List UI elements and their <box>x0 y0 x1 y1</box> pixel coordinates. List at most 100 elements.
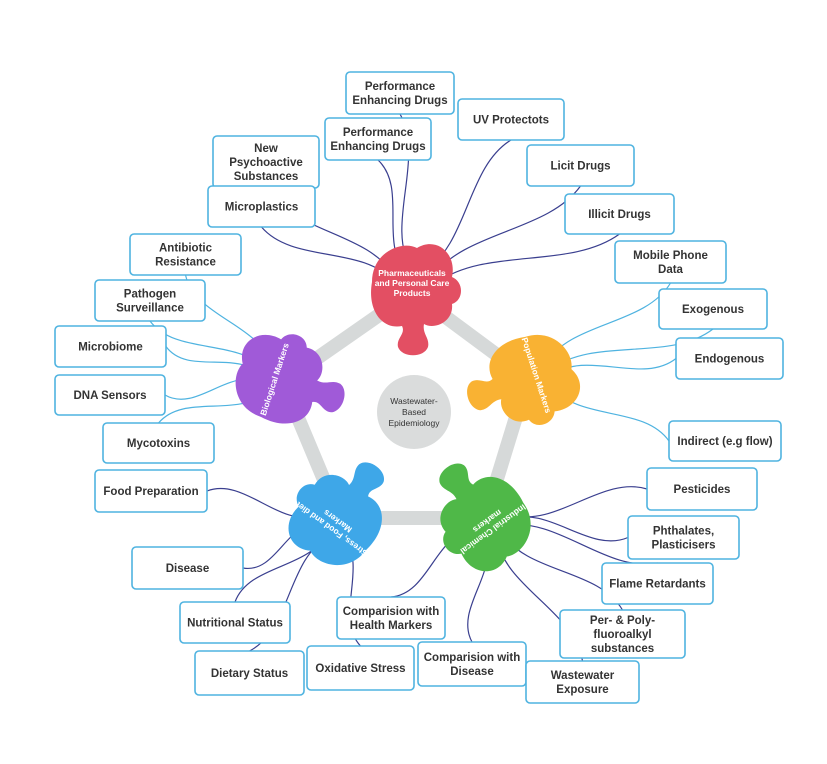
leaf-box <box>94 469 208 513</box>
leaf-box <box>194 650 305 696</box>
hub-label-line: Pharmaceuticals <box>378 268 446 278</box>
leaf-box <box>102 422 215 464</box>
leaf-box <box>179 601 291 644</box>
leaf-label: Exogenous <box>682 304 744 316</box>
diet-hub: Stress, Food and dietMarkers <box>288 462 384 566</box>
leaf-label: Licit Drugs <box>550 161 610 173</box>
leaf-box <box>559 609 686 659</box>
leaf-label-line: Licit Drugs <box>550 161 610 173</box>
leaf-label-line: Enhancing Drugs <box>352 95 447 107</box>
leaf-label: Microplastics <box>225 202 299 214</box>
leaf-box <box>614 240 727 284</box>
leaf-label-line: Resistance <box>155 257 216 269</box>
hub-label-line: Products <box>394 288 431 298</box>
leaf-label-line: Data <box>658 264 684 276</box>
leaf-node: Indirect (e.g flow) <box>668 420 782 462</box>
leaf-label: Disease <box>166 563 209 575</box>
leaf-node: Oxidative Stress <box>306 645 415 691</box>
center-label-line: Based <box>402 407 426 417</box>
leaf-box <box>336 596 446 640</box>
leaf-label-line: Illicit Drugs <box>588 209 651 221</box>
leaf-label-line: Comparision with <box>424 652 520 664</box>
leaf-node: Phthalates,Plasticisers <box>627 515 740 560</box>
leaf-label: Mycotoxins <box>127 438 190 450</box>
leaf-label-line: Exposure <box>556 684 608 696</box>
leaf-label: UV Protectots <box>473 115 549 127</box>
leaf-box <box>675 337 784 380</box>
center-label-line: Epidemiology <box>388 418 440 428</box>
leaf-label-line: Indirect (e.g flow) <box>677 436 772 448</box>
leaf-box <box>417 641 527 687</box>
leaf-box <box>525 660 640 704</box>
leaf-node: Food Preparation <box>94 469 208 513</box>
leaf-label: Microbiome <box>78 342 143 354</box>
leaf-label-line: Plasticisers <box>652 540 716 552</box>
hub-label-line: and Personal Care <box>375 278 450 288</box>
leaf-node: Disease <box>131 546 244 590</box>
leaf-label-line: Exogenous <box>682 304 744 316</box>
leaf-node: DNA Sensors <box>54 374 166 416</box>
leaf-node: Exogenous <box>658 288 768 330</box>
leaf-label: Oxidative Stress <box>315 663 405 675</box>
leaf-box <box>306 645 415 691</box>
leaf-box <box>54 374 166 416</box>
leaf-label-line: Nutritional Status <box>187 618 283 630</box>
leaf-label-line: Microplastics <box>225 202 299 214</box>
leaf-label-line: Disease <box>450 666 493 678</box>
leaf-label-line: Mobile Phone <box>633 250 708 262</box>
leaf-label: Flame Retardants <box>609 579 706 591</box>
leaf-label-line: Oxidative Stress <box>315 663 405 675</box>
leaf-box <box>131 546 244 590</box>
leaf-box <box>646 467 758 511</box>
leaf-box <box>627 515 740 560</box>
puzzle-piece-shape <box>235 334 345 424</box>
leaf-label-line: Performance <box>365 81 435 93</box>
leaf-node: Endogenous <box>675 337 784 380</box>
leaf-label: DNA Sensors <box>73 390 146 402</box>
leaf-label-line: Substances <box>234 171 299 183</box>
leaf-label-line: Psychoactive <box>229 157 303 169</box>
leaf-box <box>564 193 675 235</box>
leaf-label-line: Dietary Status <box>211 668 288 680</box>
leaf-node: Mycotoxins <box>102 422 215 464</box>
leaf-box <box>658 288 768 330</box>
leaf-node: UV Protectots <box>457 98 565 141</box>
leaf-label-line: Performance <box>343 127 413 139</box>
center-circle <box>377 375 451 449</box>
puzzle-piece-shape <box>371 244 461 356</box>
leaf-label-line: Food Preparation <box>103 486 198 498</box>
puzzle-piece-shape <box>288 462 384 566</box>
center-label-line: Wastewater- <box>390 396 438 406</box>
leaf-label-line: Health Markers <box>350 620 432 632</box>
leaf-label: Dietary Status <box>211 668 288 680</box>
leaf-label-line: UV Protectots <box>473 115 549 127</box>
leaf-label: Endogenous <box>695 354 765 366</box>
leaf-label: Indirect (e.g flow) <box>677 436 772 448</box>
leaf-label-line: DNA Sensors <box>73 390 146 402</box>
connector-line <box>510 486 648 518</box>
leaf-box <box>207 185 316 228</box>
leaf-label: Illicit Drugs <box>588 209 651 221</box>
leaf-box <box>54 325 167 368</box>
leaf-node: Illicit Drugs <box>564 193 675 235</box>
leaf-box <box>526 144 635 187</box>
leaf-label-line: Comparision with <box>343 606 439 618</box>
leaf-label-line: substances <box>591 643 654 655</box>
leaf-label: Nutritional Status <box>187 618 283 630</box>
puzzle-piece-shape <box>439 463 531 572</box>
